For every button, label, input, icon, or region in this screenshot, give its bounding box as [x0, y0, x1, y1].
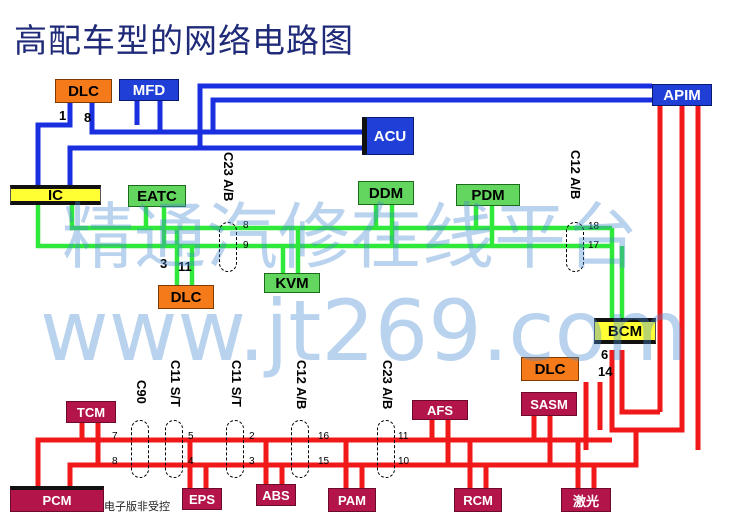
pin-c23-top-9: 9 — [243, 240, 249, 251]
pcm-module: PCM — [10, 486, 104, 512]
green-wire — [69, 205, 612, 231]
pin-dlc-mid-11: 11 — [178, 259, 192, 274]
green-wire — [35, 205, 612, 249]
page-title: 高配车型的网络电路图 — [14, 21, 354, 60]
connector-c12-bottom — [291, 420, 309, 478]
dlc-top-module: DLC — [55, 79, 112, 103]
connector-label-c90: C90 — [134, 380, 149, 404]
pin-c23b-11: 11 — [398, 431, 409, 442]
red-wire — [67, 430, 639, 486]
watermark-line-2: www.jt269.com — [40, 282, 688, 380]
sasm-module: SASM — [521, 392, 577, 416]
dlc-right-module: DLC — [521, 357, 579, 381]
pdm-module: PDM — [456, 184, 520, 206]
pin-c11b-2: 2 — [249, 431, 255, 442]
pin-dlc-top-8: 8 — [84, 110, 92, 125]
pin-c12-top-18: 18 — [588, 221, 600, 232]
rcm-module: RCM — [454, 488, 502, 512]
bcm-module: BCM — [594, 318, 656, 344]
red-wire — [35, 437, 612, 486]
pin-c90-8: 8 — [112, 456, 118, 467]
watermark-line-1: 精通汽修在线平台 — [62, 195, 639, 279]
pin-c12b-15: 15 — [318, 456, 330, 467]
pin-c23-top-8: 8 — [243, 220, 249, 231]
abs-module: ABS — [256, 484, 296, 506]
pt-can-network — [35, 106, 701, 488]
blue-wire — [197, 83, 652, 148]
connector-c23-bottom — [377, 420, 395, 478]
tcm-module: TCM — [66, 401, 116, 423]
laser-module: 激光 — [561, 488, 611, 512]
eps-module: EPS — [182, 488, 222, 510]
red-wire — [609, 106, 685, 433]
red-wire — [619, 350, 660, 415]
kvm-module: KVM — [264, 273, 320, 293]
connector-c90 — [131, 420, 149, 478]
pin-c11a-4: 4 — [188, 456, 194, 467]
blue-wire — [35, 103, 73, 185]
pin-dlc-top-1: 1 — [59, 108, 67, 123]
afs-module: AFS — [412, 400, 468, 420]
blue-wire — [89, 103, 362, 135]
ic-module: IC — [10, 185, 101, 205]
pin-c11b-3: 3 — [249, 456, 255, 467]
blue-wire — [67, 145, 362, 185]
footer-note: 电子版非受控 — [104, 500, 170, 513]
hs-can-network — [35, 83, 652, 185]
connector-c11-a — [165, 420, 183, 478]
connector-c11-b — [226, 420, 244, 478]
blue-wire — [210, 97, 652, 132]
apim-module: APIM — [652, 84, 712, 106]
pin-c12b-16: 16 — [318, 431, 330, 442]
eatc-module: EATC — [128, 185, 186, 207]
pam-module: PAM — [328, 488, 376, 512]
pin-c90-7: 7 — [112, 431, 118, 442]
acu-module: ACU — [362, 117, 414, 155]
pin-c23b-10: 10 — [398, 456, 410, 467]
ms-can-network — [35, 205, 625, 318]
pin-c12-top-17: 17 — [588, 240, 600, 251]
pin-c11a-5: 5 — [188, 431, 194, 442]
connector-c23-top — [219, 222, 237, 272]
pin-dlc-right-14: 14 — [598, 364, 613, 379]
connector-c12-top — [566, 222, 584, 272]
mfd-module: MFD — [119, 79, 179, 101]
dlc-mid-module: DLC — [158, 285, 214, 309]
pin-dlc-right-6: 6 — [601, 347, 609, 362]
ddm-module: DDM — [358, 181, 414, 205]
pin-dlc-mid-3: 3 — [160, 256, 168, 271]
